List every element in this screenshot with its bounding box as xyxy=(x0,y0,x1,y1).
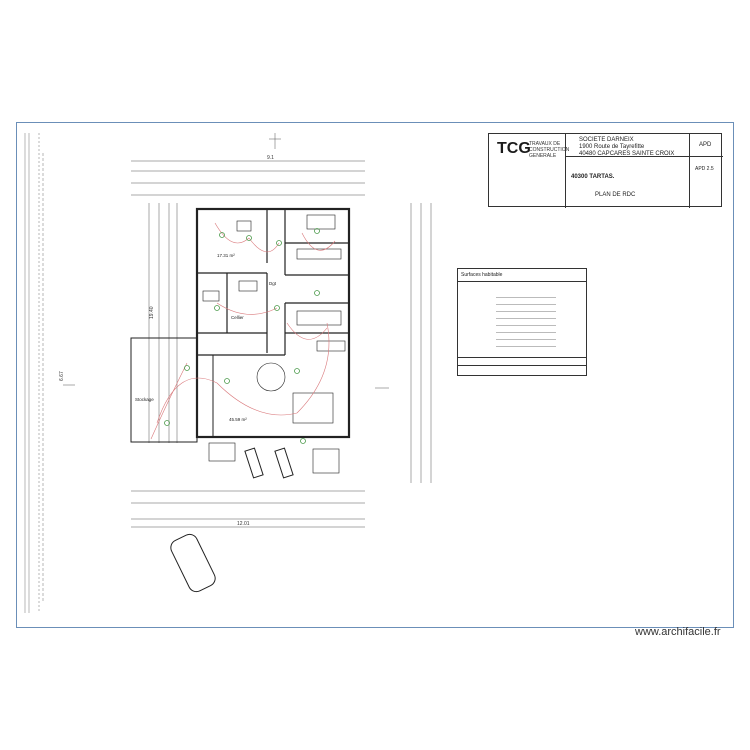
electrical-wiring xyxy=(150,222,336,440)
title-block-divider xyxy=(565,156,723,157)
sheet-number: APD 2.5 xyxy=(695,166,714,172)
room-label: Stockage xyxy=(135,397,154,402)
summary-divider xyxy=(458,281,586,282)
watermark[interactable]: www.archifacile.fr xyxy=(635,626,721,638)
bottom-dimension-lines xyxy=(131,490,365,528)
summary-divider xyxy=(458,357,586,358)
bottom-dimension-total: 12.01 xyxy=(237,521,250,527)
room-label: 45.59 m² xyxy=(229,417,247,422)
right-dimension-total: 6.67 xyxy=(59,371,65,381)
room-label: Dgt xyxy=(269,281,277,286)
company-address: 1900 Route de Tayrefitte xyxy=(579,144,645,150)
top-dimension-total: 9.1 xyxy=(267,155,274,161)
logo: TCG xyxy=(497,140,531,157)
plan-code: APD xyxy=(699,142,712,148)
company-address: 40480 CAPCARES SAINTE CROIX xyxy=(579,151,675,157)
building-walls xyxy=(130,207,351,593)
room-label: Cellier xyxy=(231,315,244,320)
company-name: SOCIETE DARNEIX xyxy=(579,137,634,143)
title-block-divider xyxy=(689,134,690,208)
title-block-divider xyxy=(565,134,566,208)
left-dimension-lines xyxy=(63,203,178,443)
summary-lines xyxy=(496,291,556,351)
light-points xyxy=(164,228,320,444)
room-labels: 17.31 m² 45.59 m² Cellier Dgt Stockage xyxy=(135,253,277,422)
summary-header: Surfaces habitable xyxy=(461,272,503,278)
left-dimension-total: 19.40 xyxy=(149,306,155,319)
margin-notes xyxy=(24,133,44,613)
room-label: 17.31 m² xyxy=(217,253,235,258)
plan-title: PLAN DE RDC xyxy=(595,192,636,198)
top-dimension-lines xyxy=(131,133,365,196)
floor-plan: 9.1 19.40 6.67 12.01 17.31 m² 45.59 m² C… xyxy=(24,133,432,613)
title-block: TCG TRAVAUX DE CONSTRUCTION GENERALE SOC… xyxy=(488,133,723,208)
logo-tagline: TRAVAUX DE CONSTRUCTION GENERALE xyxy=(529,141,570,159)
surface-summary-table: Surfaces habitable xyxy=(457,268,587,376)
drawing-sheet: 9.1 19.40 6.67 12.01 17.31 m² 45.59 m² C… xyxy=(16,122,734,628)
dimension-labels: 9.1 19.40 6.67 12.01 xyxy=(59,155,274,527)
right-dimension-lines xyxy=(375,203,432,483)
company-block: SOCIETE DARNEIX 1900 Route de Tayrefitte… xyxy=(579,137,674,158)
project-location: 40300 TARTAS. xyxy=(571,174,615,180)
summary-divider xyxy=(458,365,586,366)
